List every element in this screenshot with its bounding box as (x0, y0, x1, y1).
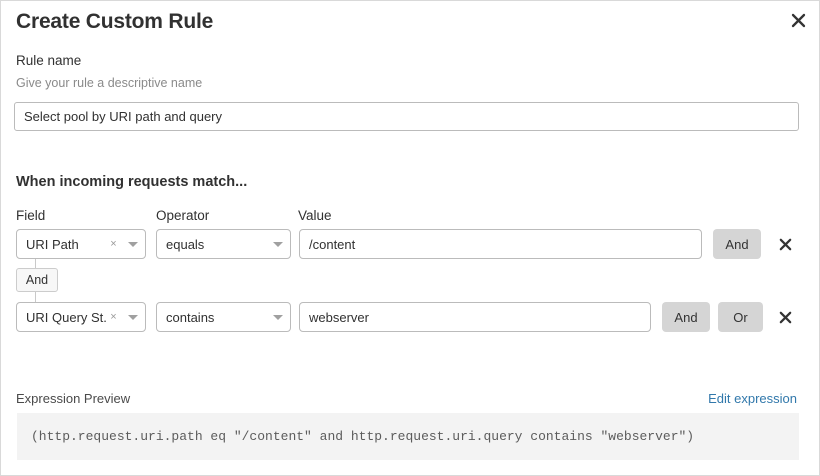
operator-select-1-value: equals (166, 236, 205, 252)
operator-select-2-value: contains (166, 309, 215, 325)
rule-name-input[interactable] (14, 102, 799, 131)
chevron-down-icon[interactable] (121, 314, 145, 320)
join-operator-chip[interactable]: And (16, 268, 58, 292)
field-select-2[interactable]: URI Query St... × (16, 302, 146, 332)
condition-row: URI Path × equals And (1, 229, 819, 259)
match-section-heading: When incoming requests match... (16, 174, 248, 190)
close-icon-glyph (791, 13, 805, 27)
column-header-operator: Operator (156, 208, 210, 223)
field-clear-icon[interactable]: × (110, 310, 117, 323)
and-button-1[interactable]: And (713, 229, 761, 259)
dialog-title: Create Custom Rule (16, 10, 214, 33)
and-button-2[interactable]: And (662, 302, 710, 332)
rule-name-description: Give your rule a descriptive name (16, 76, 203, 90)
operator-select-2[interactable]: contains (156, 302, 291, 332)
value-input-1[interactable] (299, 229, 702, 259)
column-header-field: Field (16, 208, 46, 223)
condition-row: URI Query St... × contains And Or (1, 302, 819, 332)
remove-condition-button-1[interactable] (775, 229, 795, 259)
chevron-down-icon[interactable] (266, 314, 290, 320)
edit-expression-link[interactable]: Edit expression (708, 391, 797, 406)
field-select-1[interactable]: URI Path × (16, 229, 146, 259)
close-icon[interactable] (785, 7, 811, 33)
column-header-value: Value (298, 208, 332, 223)
expression-preview-text: (http.request.uri.path eq "/content" and… (31, 429, 695, 444)
field-clear-icon[interactable]: × (110, 237, 117, 250)
chevron-down-icon[interactable] (266, 241, 290, 247)
field-select-2-value: URI Query St... (26, 309, 106, 325)
expression-preview-label: Expression Preview (16, 391, 131, 406)
chevron-down-icon[interactable] (121, 241, 145, 247)
field-select-1-value: URI Path (26, 236, 79, 252)
close-icon (779, 238, 791, 250)
operator-select-1[interactable]: equals (156, 229, 291, 259)
value-input-2[interactable] (299, 302, 651, 332)
or-button-2[interactable]: Or (718, 302, 763, 332)
close-icon (779, 311, 791, 323)
remove-condition-button-2[interactable] (775, 302, 795, 332)
expression-preview-box: (http.request.uri.path eq "/content" and… (17, 413, 799, 460)
rule-name-label: Rule name (16, 53, 82, 68)
